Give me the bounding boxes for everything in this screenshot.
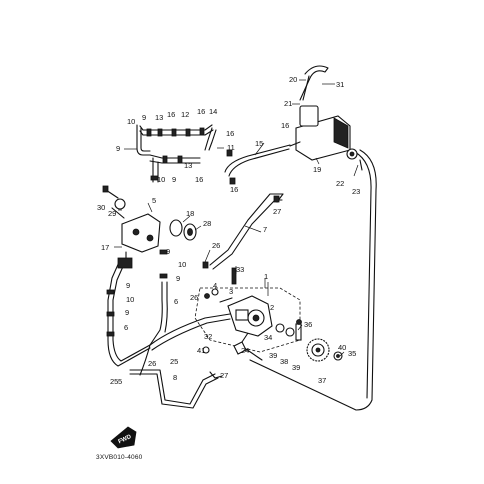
- callout: 38: [280, 357, 288, 366]
- callout: 31: [336, 80, 344, 89]
- callout: 35: [348, 349, 356, 358]
- callout: 11: [227, 143, 235, 152]
- fitting-24: [233, 341, 247, 355]
- callout: 39: [269, 351, 277, 360]
- oil-pump-body: [219, 295, 273, 337]
- forward-arrow-icon: FWD: [110, 426, 137, 449]
- callout: 16: [195, 175, 203, 184]
- callout: 13: [184, 161, 192, 170]
- callout: 8: [173, 373, 177, 382]
- callout: 20: [289, 75, 297, 84]
- callout: 41: [197, 346, 205, 355]
- callout: 18: [186, 209, 194, 218]
- callout: 32: [204, 332, 212, 341]
- callout: 40: [338, 343, 346, 352]
- callout: 25: [110, 377, 118, 386]
- callout: 21: [284, 99, 292, 108]
- callout: 5: [152, 196, 156, 205]
- callout: 6: [124, 323, 128, 332]
- callout: 12: [181, 110, 189, 119]
- callout-labels: 20 31 21 14 10 9 13 16 12 16 16 11 9 15 …: [97, 75, 360, 386]
- callout: 2: [270, 303, 274, 312]
- callout: 10: [127, 117, 135, 126]
- callout: 16: [167, 110, 175, 119]
- assembly-outline: [194, 282, 301, 353]
- callout: 17: [101, 243, 109, 252]
- hose-clamps: [106, 127, 280, 337]
- callout: 6: [174, 297, 178, 306]
- callout: 10: [126, 295, 134, 304]
- clip-22: [359, 159, 363, 171]
- callout: 5: [118, 377, 122, 386]
- callout: 26: [190, 293, 198, 302]
- callout: 28: [203, 219, 211, 228]
- callout: 29: [108, 209, 116, 218]
- callout: 16: [230, 185, 238, 194]
- callout: 9: [142, 113, 146, 122]
- callout: 39: [292, 363, 300, 372]
- callout: 37: [318, 376, 326, 385]
- callout: 22: [336, 179, 344, 188]
- callout: 33: [236, 265, 244, 274]
- callout: 23: [352, 187, 360, 196]
- components: [102, 105, 363, 362]
- callout: 25: [170, 357, 178, 366]
- bracket-5: [117, 213, 161, 269]
- callout: 4: [213, 281, 217, 290]
- callout: 24: [241, 346, 249, 355]
- screw-30: [102, 185, 119, 199]
- callout: 27: [220, 371, 228, 380]
- actuator-19: [289, 105, 358, 161]
- callout: 9: [116, 144, 120, 153]
- callout: 9: [125, 308, 129, 317]
- callout: 14: [209, 107, 217, 116]
- pump-small-parts: [204, 267, 302, 341]
- callout: 9: [126, 281, 130, 290]
- callout: 34: [264, 333, 272, 342]
- callout: 9: [166, 247, 170, 256]
- callout: 36: [304, 320, 312, 329]
- gear-37: [306, 338, 330, 362]
- reference-code: 3XVB010-4060: [96, 454, 143, 461]
- callout: 15: [255, 139, 263, 148]
- leader-lines: [114, 79, 359, 357]
- callout: 26: [148, 359, 156, 368]
- callout: 9: [176, 274, 180, 283]
- callout: 3: [229, 287, 233, 296]
- callout: 26: [212, 241, 220, 250]
- callout: 10: [178, 260, 186, 269]
- callout: 7: [263, 225, 267, 234]
- fwd-label: FWD: [118, 434, 134, 445]
- callout: 16: [197, 107, 205, 116]
- callout: 16: [226, 129, 234, 138]
- hose-lines: [107, 65, 377, 411]
- callout: 1: [264, 272, 268, 281]
- clamp-41: [202, 346, 210, 354]
- callout: 27: [273, 207, 281, 216]
- callout: 30: [97, 203, 105, 212]
- bolt-29: [111, 198, 126, 219]
- callout: 13: [155, 113, 163, 122]
- grommet-18-28: [169, 219, 197, 241]
- callout: 9: [172, 175, 176, 184]
- callout: 16: [281, 121, 289, 130]
- callout: 19: [313, 165, 321, 174]
- washer-40-35: [333, 351, 343, 361]
- callout: 10: [157, 175, 165, 184]
